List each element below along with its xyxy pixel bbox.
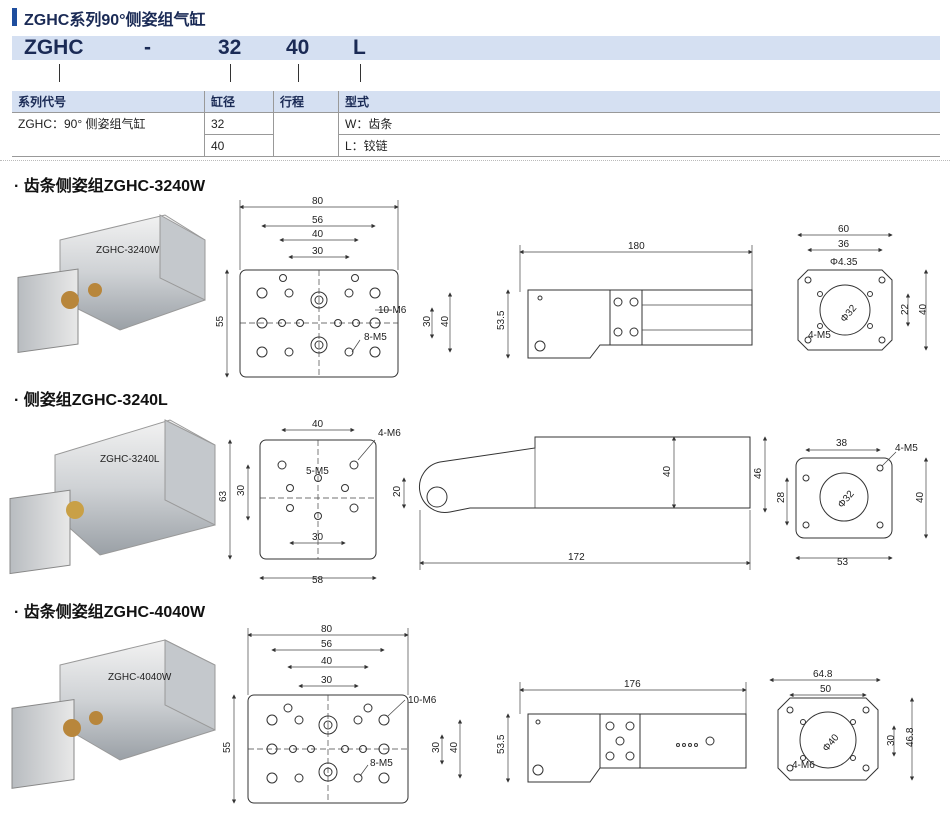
col-header-series: 系列代号: [12, 91, 205, 113]
page-title: ZGHC系列90°侧姿组气缸: [24, 12, 206, 29]
svg-text:36: 36: [838, 239, 850, 250]
flange-view-4040w: 64.8 50 Φ40 30 46.8 4-M6: [769, 669, 916, 781]
svg-text:Φ32: Φ32: [839, 303, 860, 325]
col-header-type: 型式: [338, 91, 940, 113]
section-title: · 齿条侧姿组ZGHC-4040W: [14, 604, 206, 621]
bore-cell: 40: [204, 134, 274, 157]
code-tick: [230, 64, 231, 82]
svg-text:22: 22: [900, 303, 911, 315]
stroke-cell: [273, 112, 339, 157]
series-desc: ZGHC：90° 侧姿组气缸: [12, 112, 205, 157]
code-tick: [360, 64, 361, 82]
model-code-band: [12, 36, 940, 60]
table-row: ZGHC：90° 侧姿组气缸 32 W：齿条: [12, 112, 940, 157]
spec-table: 系列代号 缸径 行程 型式 ZGHC：90° 侧姿组气缸 32 W：齿条 40 …: [12, 91, 940, 157]
svg-text:4-M5: 4-M5: [895, 443, 918, 454]
svg-text:40: 40: [312, 229, 324, 240]
svg-text:53.5: 53.5: [496, 734, 507, 754]
bore-cell: 32: [204, 112, 274, 135]
svg-text:176: 176: [624, 679, 641, 690]
col-header-stroke: 行程: [273, 91, 339, 113]
svg-text:58: 58: [312, 575, 324, 586]
front-view-4040w: 80 56 40 30 55 30 40 10-M6 8-M5: [222, 624, 463, 804]
svg-text:28: 28: [776, 491, 787, 503]
svg-text:ZGHC-3240W: ZGHC-3240W: [96, 245, 160, 256]
code-tick: [59, 64, 60, 82]
svg-text:30: 30: [312, 532, 324, 543]
svg-text:30: 30: [422, 315, 433, 327]
section-title: · 侧姿组ZGHC-3240L: [14, 392, 168, 409]
svg-text:30: 30: [431, 741, 442, 753]
product-photo-3240l: ZGHC-3240L: [9, 419, 216, 575]
svg-text:53.5: 53.5: [496, 310, 507, 330]
svg-text:56: 56: [312, 215, 324, 226]
svg-text:ZGHC-4040W: ZGHC-4040W: [108, 672, 172, 683]
front-view-3240l: 40 30 58 63 30 20 4-M6 5-M5: [218, 419, 407, 586]
type-cell: W：齿条: [338, 112, 940, 135]
svg-text:60: 60: [838, 224, 850, 235]
svg-text:172: 172: [568, 552, 585, 563]
col-header-bore: 缸径: [204, 91, 274, 113]
side-view-4040w: 176 53.5: [496, 679, 747, 783]
code-tick: [298, 64, 299, 82]
svg-text:38: 38: [836, 438, 848, 449]
svg-text:5-M5: 5-M5: [306, 466, 329, 477]
svg-text:4-M5: 4-M5: [808, 330, 831, 341]
svg-text:80: 80: [312, 196, 324, 207]
svg-text:4-M6: 4-M6: [378, 428, 401, 439]
svg-text:53: 53: [837, 557, 849, 568]
svg-text:30: 30: [321, 675, 333, 686]
code-dash: -: [144, 36, 151, 59]
flange-view-3240l: 38 53 28 40 Φ32 4-M5: [776, 438, 929, 568]
svg-text:40: 40: [312, 419, 324, 430]
code-series: ZGHC: [24, 36, 84, 59]
svg-text:50: 50: [820, 684, 832, 695]
svg-text:10-M6: 10-M6: [378, 305, 407, 316]
code-type: L: [353, 36, 366, 59]
table-row: 40 L：铰链: [12, 134, 940, 157]
section-title: · 齿条侧姿组ZGHC-3240W: [14, 178, 206, 195]
svg-text:40: 40: [449, 741, 460, 753]
svg-text:64.8: 64.8: [813, 669, 833, 680]
svg-text:56: 56: [321, 639, 333, 650]
svg-text:80: 80: [321, 624, 333, 635]
svg-text:20: 20: [392, 485, 403, 497]
side-view-3240w: 180 53.5: [496, 241, 753, 359]
flange-view-3240w: 60 36 Φ4.35 Φ32 22 40 4-M5: [797, 224, 929, 351]
side-view-3240l: 172 40 46: [419, 436, 768, 570]
svg-text:10-M6: 10-M6: [408, 695, 437, 706]
code-bore: 32: [218, 36, 242, 59]
svg-text:55: 55: [215, 315, 226, 327]
table-header-row: 系列代号 缸径 行程 型式: [12, 91, 940, 113]
svg-text:Φ32: Φ32: [836, 488, 857, 510]
svg-text:40: 40: [915, 491, 926, 503]
front-view-3240w: 80 56 40 30 55 30 40 10-M6 8-M5: [215, 196, 453, 378]
svg-text:Φ4.35: Φ4.35: [830, 257, 858, 268]
svg-text:40: 40: [918, 303, 929, 315]
svg-text:180: 180: [628, 241, 645, 252]
svg-text:8-M5: 8-M5: [364, 332, 387, 343]
svg-text:ZGHC-3240L: ZGHC-3240L: [100, 454, 160, 465]
svg-text:40: 40: [440, 315, 451, 327]
svg-text:40: 40: [321, 656, 333, 667]
svg-text:30: 30: [236, 484, 247, 496]
code-stroke: 40: [286, 36, 310, 59]
svg-text:8-M5: 8-M5: [370, 758, 393, 769]
svg-text:30: 30: [886, 734, 897, 746]
product-photo-4040w: ZGHC-4040W: [11, 639, 216, 789]
product-photo-3240w: ZGHC-3240W: [17, 214, 206, 354]
svg-text:40: 40: [662, 465, 673, 477]
svg-text:46: 46: [753, 467, 764, 479]
svg-text:63: 63: [218, 490, 229, 502]
svg-text:30: 30: [312, 246, 324, 257]
type-cell: L：铰链: [338, 134, 940, 157]
svg-text:55: 55: [222, 741, 233, 753]
svg-text:46.8: 46.8: [905, 727, 916, 747]
svg-text:Φ40: Φ40: [821, 732, 842, 754]
svg-text:4-M6: 4-M6: [792, 760, 815, 771]
divider: [0, 160, 950, 161]
header-accent-bar: [12, 8, 17, 26]
